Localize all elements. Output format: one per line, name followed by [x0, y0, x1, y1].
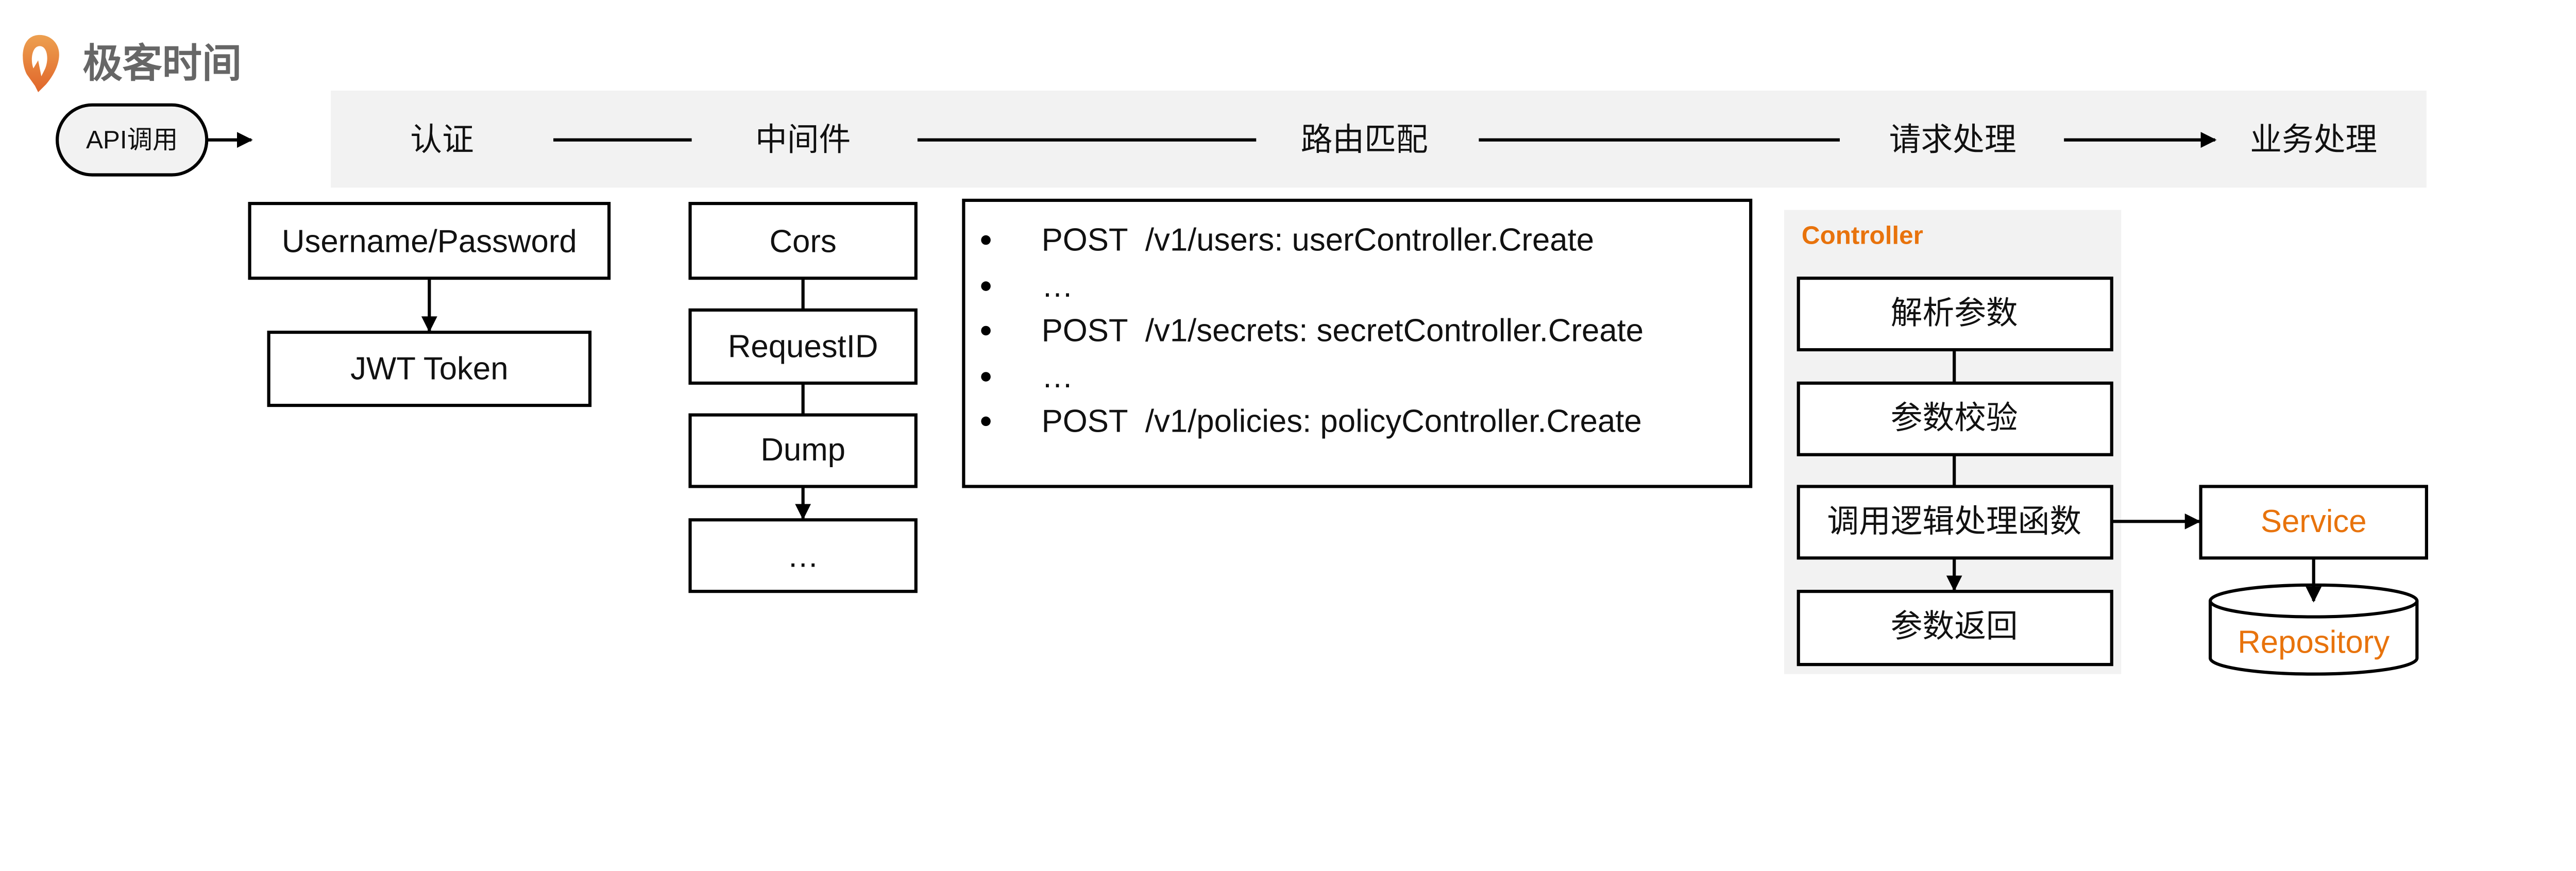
middleware-more-box — [688, 518, 918, 593]
route-list: POST /v1/users: userController.Create … … — [981, 223, 1643, 439]
step-validate-label: 参数校验 — [1891, 400, 2018, 436]
logo-text: 极客时间 — [82, 41, 242, 86]
stage-business: 业务处理 — [2250, 122, 2377, 158]
stage-routing: 路由匹配 — [1301, 122, 1428, 158]
step-validate-box — [1797, 381, 2113, 456]
bullet-icon — [981, 372, 991, 382]
auth-jwt-box — [267, 330, 592, 407]
step-return-box — [1797, 590, 2113, 667]
stage-auth: 认证 — [410, 122, 473, 158]
step-invoke-box — [1797, 485, 2113, 560]
controller-title: Controller — [1802, 221, 1923, 249]
middleware-cors-label: Cors — [769, 224, 836, 260]
routes-box — [962, 198, 1753, 488]
step-parse-label: 解析参数 — [1891, 296, 2018, 331]
middleware-dump-label: Dump — [760, 432, 845, 468]
stage-middleware: 中间件 — [755, 122, 851, 158]
bullet-icon — [981, 326, 991, 336]
step-return-label: 参数返回 — [1891, 609, 2018, 644]
step-parse-box — [1797, 277, 2113, 352]
stage-request-handling: 请求处理 — [1889, 122, 2016, 158]
service-label: Service — [2261, 504, 2367, 539]
logo: 极客时间 — [23, 35, 242, 93]
step-invoke-label: 调用逻辑处理函数 — [1827, 504, 2081, 539]
repository-label: Repository — [2238, 624, 2389, 660]
auth-username-password-box — [248, 201, 611, 280]
api-request-flow-diagram: 极客时间 API调用 认证 中间件 路由匹配 请求处理 业务处理 Usernam… — [23, 35, 2428, 676]
auth-username-password-label: Username/Password — [282, 224, 577, 260]
bullet-icon — [981, 281, 991, 291]
route-item: POST /v1/users: userController.Create — [1042, 223, 1595, 258]
middleware-dump-box — [688, 413, 918, 488]
middleware-cors-box — [688, 201, 918, 280]
route-item: … — [1042, 359, 1074, 395]
route-item: POST /v1/policies: policyController.Crea… — [1042, 403, 1642, 439]
api-call-label: API调用 — [86, 126, 178, 154]
route-item: … — [1042, 268, 1074, 304]
middleware-requestid-label: RequestID — [728, 329, 878, 364]
middleware-more-label: … — [787, 539, 819, 574]
bullet-icon — [981, 235, 991, 245]
auth-jwt-label: JWT Token — [350, 351, 508, 387]
route-item: POST /v1/secrets: secretController.Creat… — [1042, 313, 1644, 348]
service-box — [2199, 485, 2428, 560]
middleware-requestid-box — [688, 308, 918, 385]
bullet-icon — [981, 416, 991, 426]
logo-icon — [23, 35, 59, 93]
